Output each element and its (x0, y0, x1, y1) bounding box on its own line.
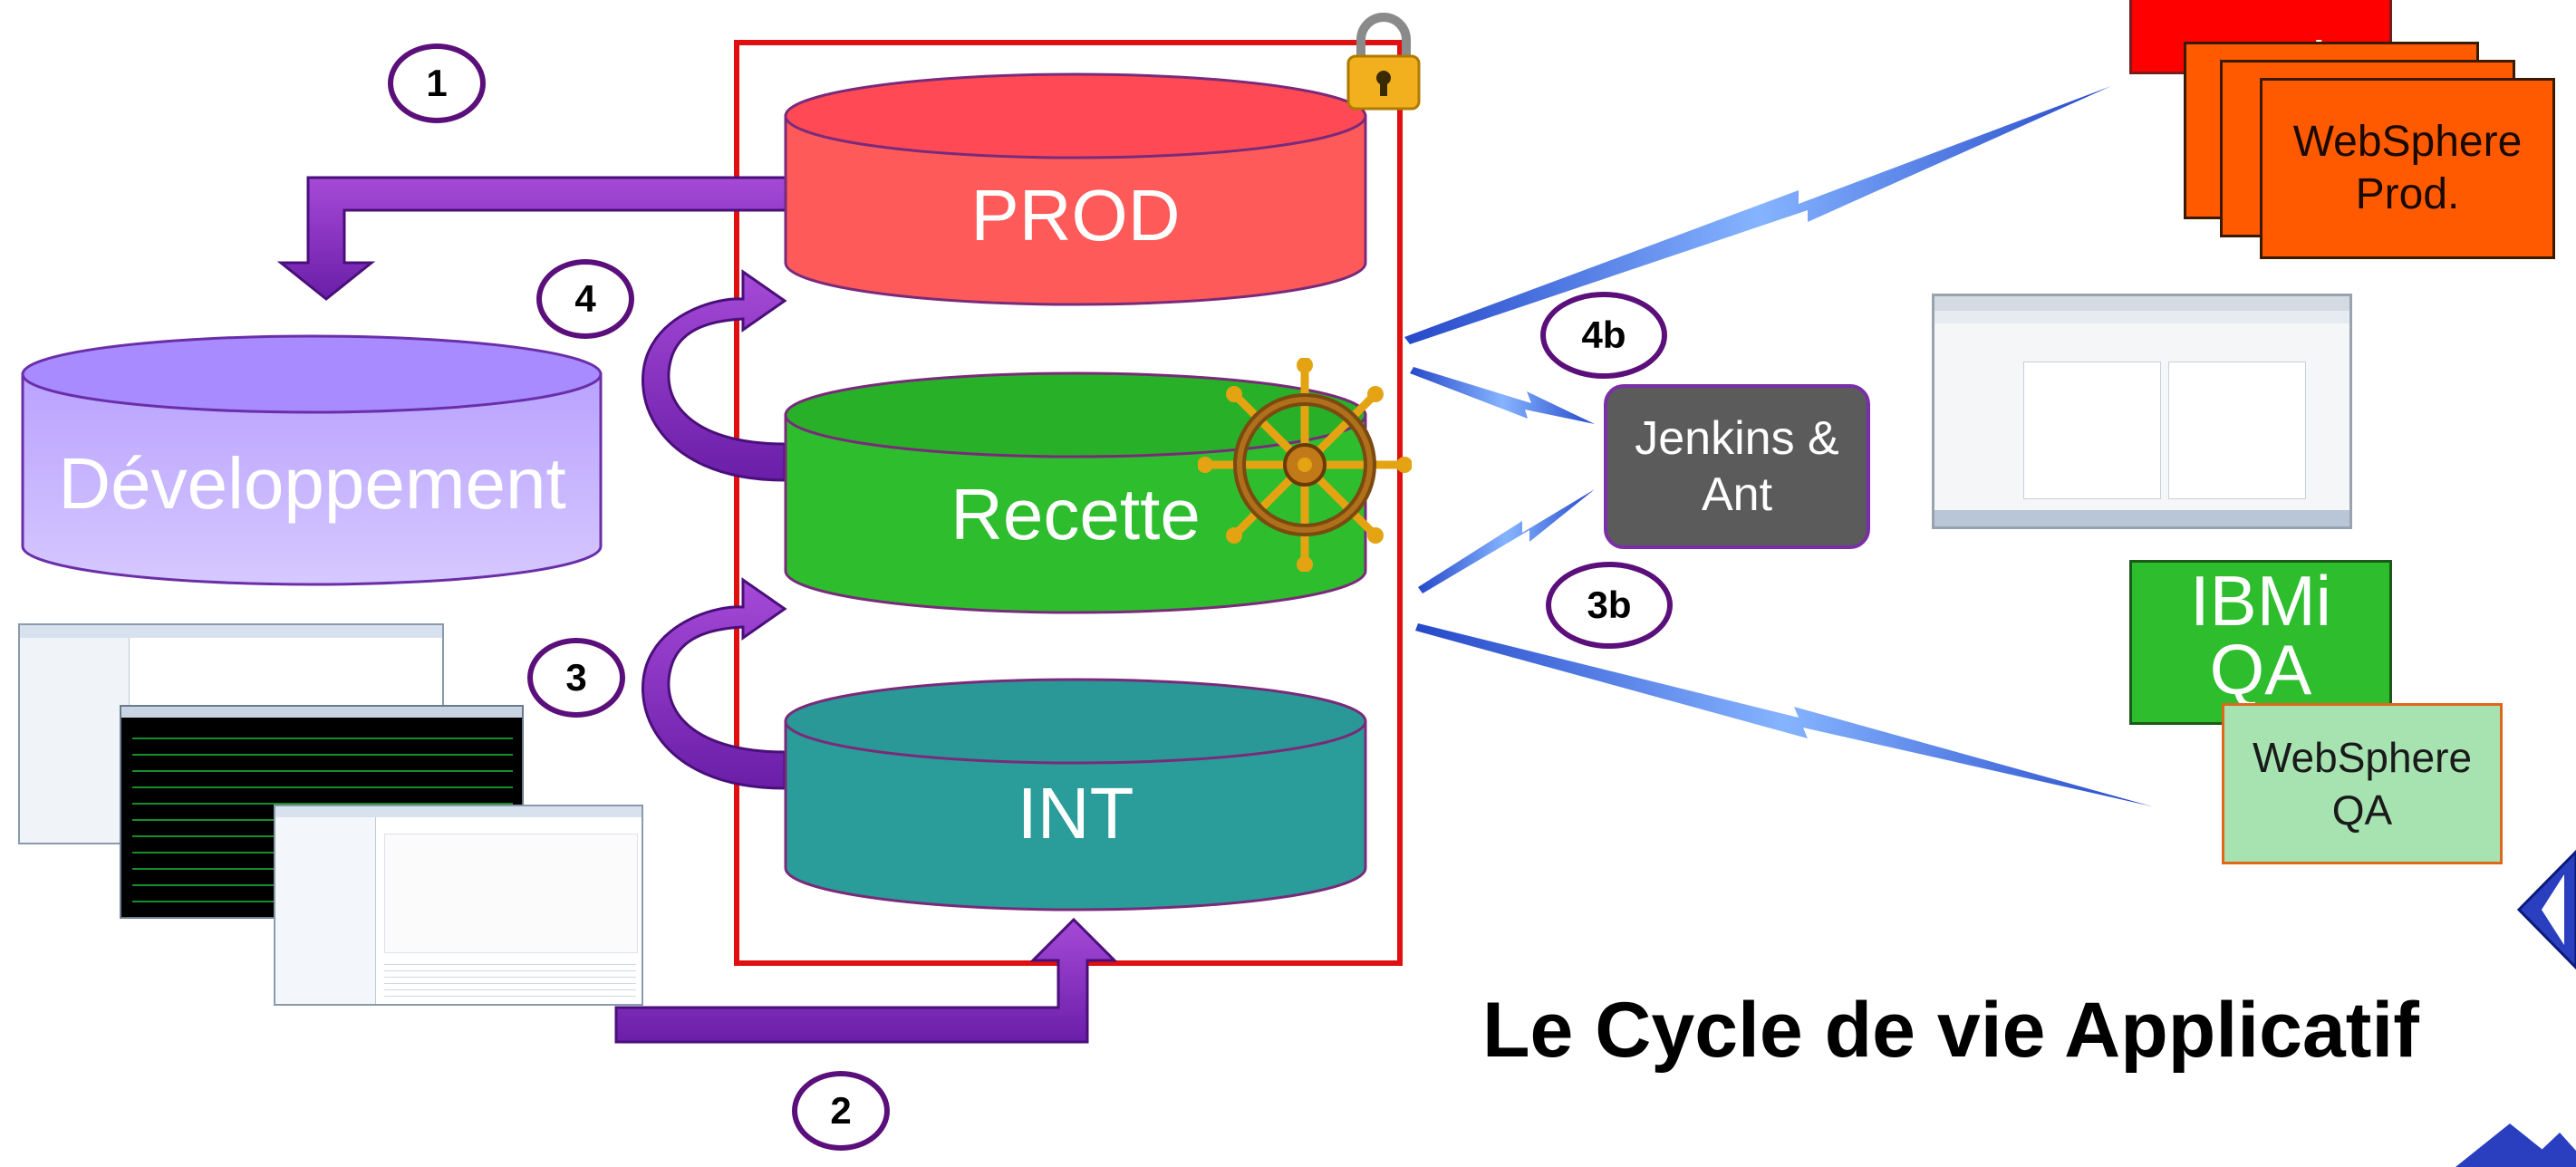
ibmi-qa-label: IBMi QA (2190, 561, 2331, 709)
websphere-prod-box: WebSphere Prod. (2260, 78, 2555, 259)
int-database-label: INT (1017, 773, 1134, 854)
jenkins-ant-label: Jenkins & Ant (1635, 412, 1839, 521)
step-3b-badge: 3b (1546, 562, 1673, 649)
lock-icon (1346, 13, 1421, 111)
ide-1-tree (20, 638, 130, 843)
screenshot-panel-left (2023, 362, 2161, 499)
websphere-prod-label: WebSphere Prod. (2292, 118, 2523, 218)
step-2-badge: 2 (792, 1071, 890, 1151)
lightning-bolt-icon (1410, 367, 1595, 424)
ide-2-titlebar (275, 806, 642, 817)
lightning-bolt-icon (1404, 86, 2111, 344)
ship-wheel-icon (1198, 358, 1412, 572)
screenshot-panel-right (2168, 362, 2306, 499)
terminal-titlebar (121, 707, 522, 718)
step-3-badge: 3 (527, 638, 625, 718)
diagram-title: Le Cycle de vie Applicatif (1482, 987, 2419, 1074)
arrow-dev-to-int (614, 917, 1118, 1044)
screenshot-titlebar (1934, 296, 2349, 311)
jenkins-ant-box: Jenkins & Ant (1604, 384, 1870, 549)
step-4-badge: 4 (536, 259, 634, 339)
arrow-int-to-recette (642, 577, 787, 790)
recette-database-label: Recette (950, 474, 1201, 555)
prod-database-label: PROD (970, 175, 1181, 256)
dev-database (21, 334, 603, 586)
websphere-qa-box: WebSphere QA (2222, 703, 2503, 864)
step-1-badge: 1 (388, 43, 486, 123)
step-4b-badge: 4b (1540, 292, 1667, 379)
arrow-prod-to-dev (276, 176, 790, 301)
ide-1-titlebar (20, 625, 442, 638)
websphere-qa-label: WebSphere QA (2252, 734, 2473, 834)
ibmi-qa-box: IBMi QA (2129, 560, 2392, 725)
screenshot-taskbar (1934, 510, 2349, 526)
prod-database (784, 72, 1367, 306)
ide-2-editor (384, 834, 638, 953)
dev-database-label: Développement (58, 443, 566, 524)
lifecycle-manager-screenshot (1932, 294, 2352, 529)
decorative-corner-shapes (2455, 849, 2576, 1167)
arrow-recette-to-prod (642, 269, 787, 482)
screenshot-tabbar (1934, 311, 2349, 323)
lightning-bolt-icon (1415, 623, 2152, 806)
int-database (784, 678, 1367, 911)
lightning-bolt-icon (1418, 489, 1595, 593)
ide-2-table (384, 959, 636, 1002)
ide-2-outline (275, 817, 376, 1004)
ide-screenshot-2 (274, 805, 643, 1006)
